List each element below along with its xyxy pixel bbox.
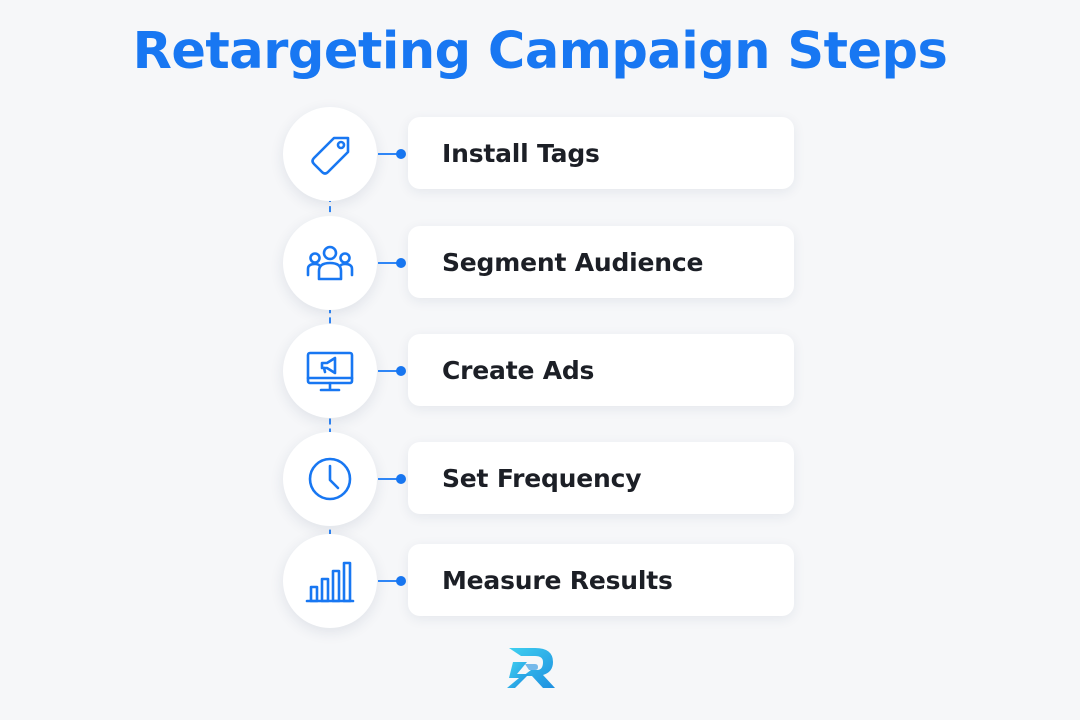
tag-icon bbox=[311, 136, 350, 175]
step-label: Create Ads bbox=[442, 355, 595, 385]
step-connector bbox=[378, 370, 400, 372]
clock-icon bbox=[308, 457, 352, 501]
step-dot bbox=[396, 149, 406, 159]
step-card: Segment Audience bbox=[408, 226, 794, 298]
step-connector bbox=[378, 478, 400, 480]
step-card: Measure Results bbox=[408, 544, 794, 616]
step-card: Create Ads bbox=[408, 334, 794, 406]
step-icon-circle bbox=[283, 534, 377, 628]
step-set-frequency: Set Frequency bbox=[280, 432, 800, 532]
step-dot bbox=[396, 258, 406, 268]
brand-logo-icon bbox=[507, 648, 555, 688]
step-install-tags: Install Tags bbox=[280, 107, 800, 207]
step-connector bbox=[378, 153, 400, 155]
step-label: Set Frequency bbox=[442, 463, 642, 493]
step-card: Set Frequency bbox=[408, 442, 794, 514]
step-segment-audience: Segment Audience bbox=[280, 216, 800, 316]
page-title: Retargeting Campaign Steps bbox=[132, 22, 948, 81]
monitor-megaphone-icon bbox=[306, 351, 354, 392]
step-connector bbox=[378, 262, 400, 264]
step-icon-circle bbox=[283, 107, 377, 201]
step-dot bbox=[396, 576, 406, 586]
step-connector bbox=[378, 580, 400, 582]
audience-icon bbox=[306, 245, 354, 281]
step-label: Segment Audience bbox=[442, 247, 704, 277]
step-icon-circle bbox=[283, 324, 377, 418]
step-icon-circle bbox=[283, 432, 377, 526]
step-measure-results: Measure Results bbox=[280, 534, 800, 634]
step-create-ads: Create Ads bbox=[280, 324, 800, 424]
step-label: Install Tags bbox=[442, 138, 600, 168]
step-icon-circle bbox=[283, 216, 377, 310]
bar-chart-icon bbox=[305, 561, 355, 603]
step-label: Measure Results bbox=[442, 565, 673, 595]
step-card: Install Tags bbox=[408, 117, 794, 189]
step-dot bbox=[396, 474, 406, 484]
step-dot bbox=[396, 366, 406, 376]
